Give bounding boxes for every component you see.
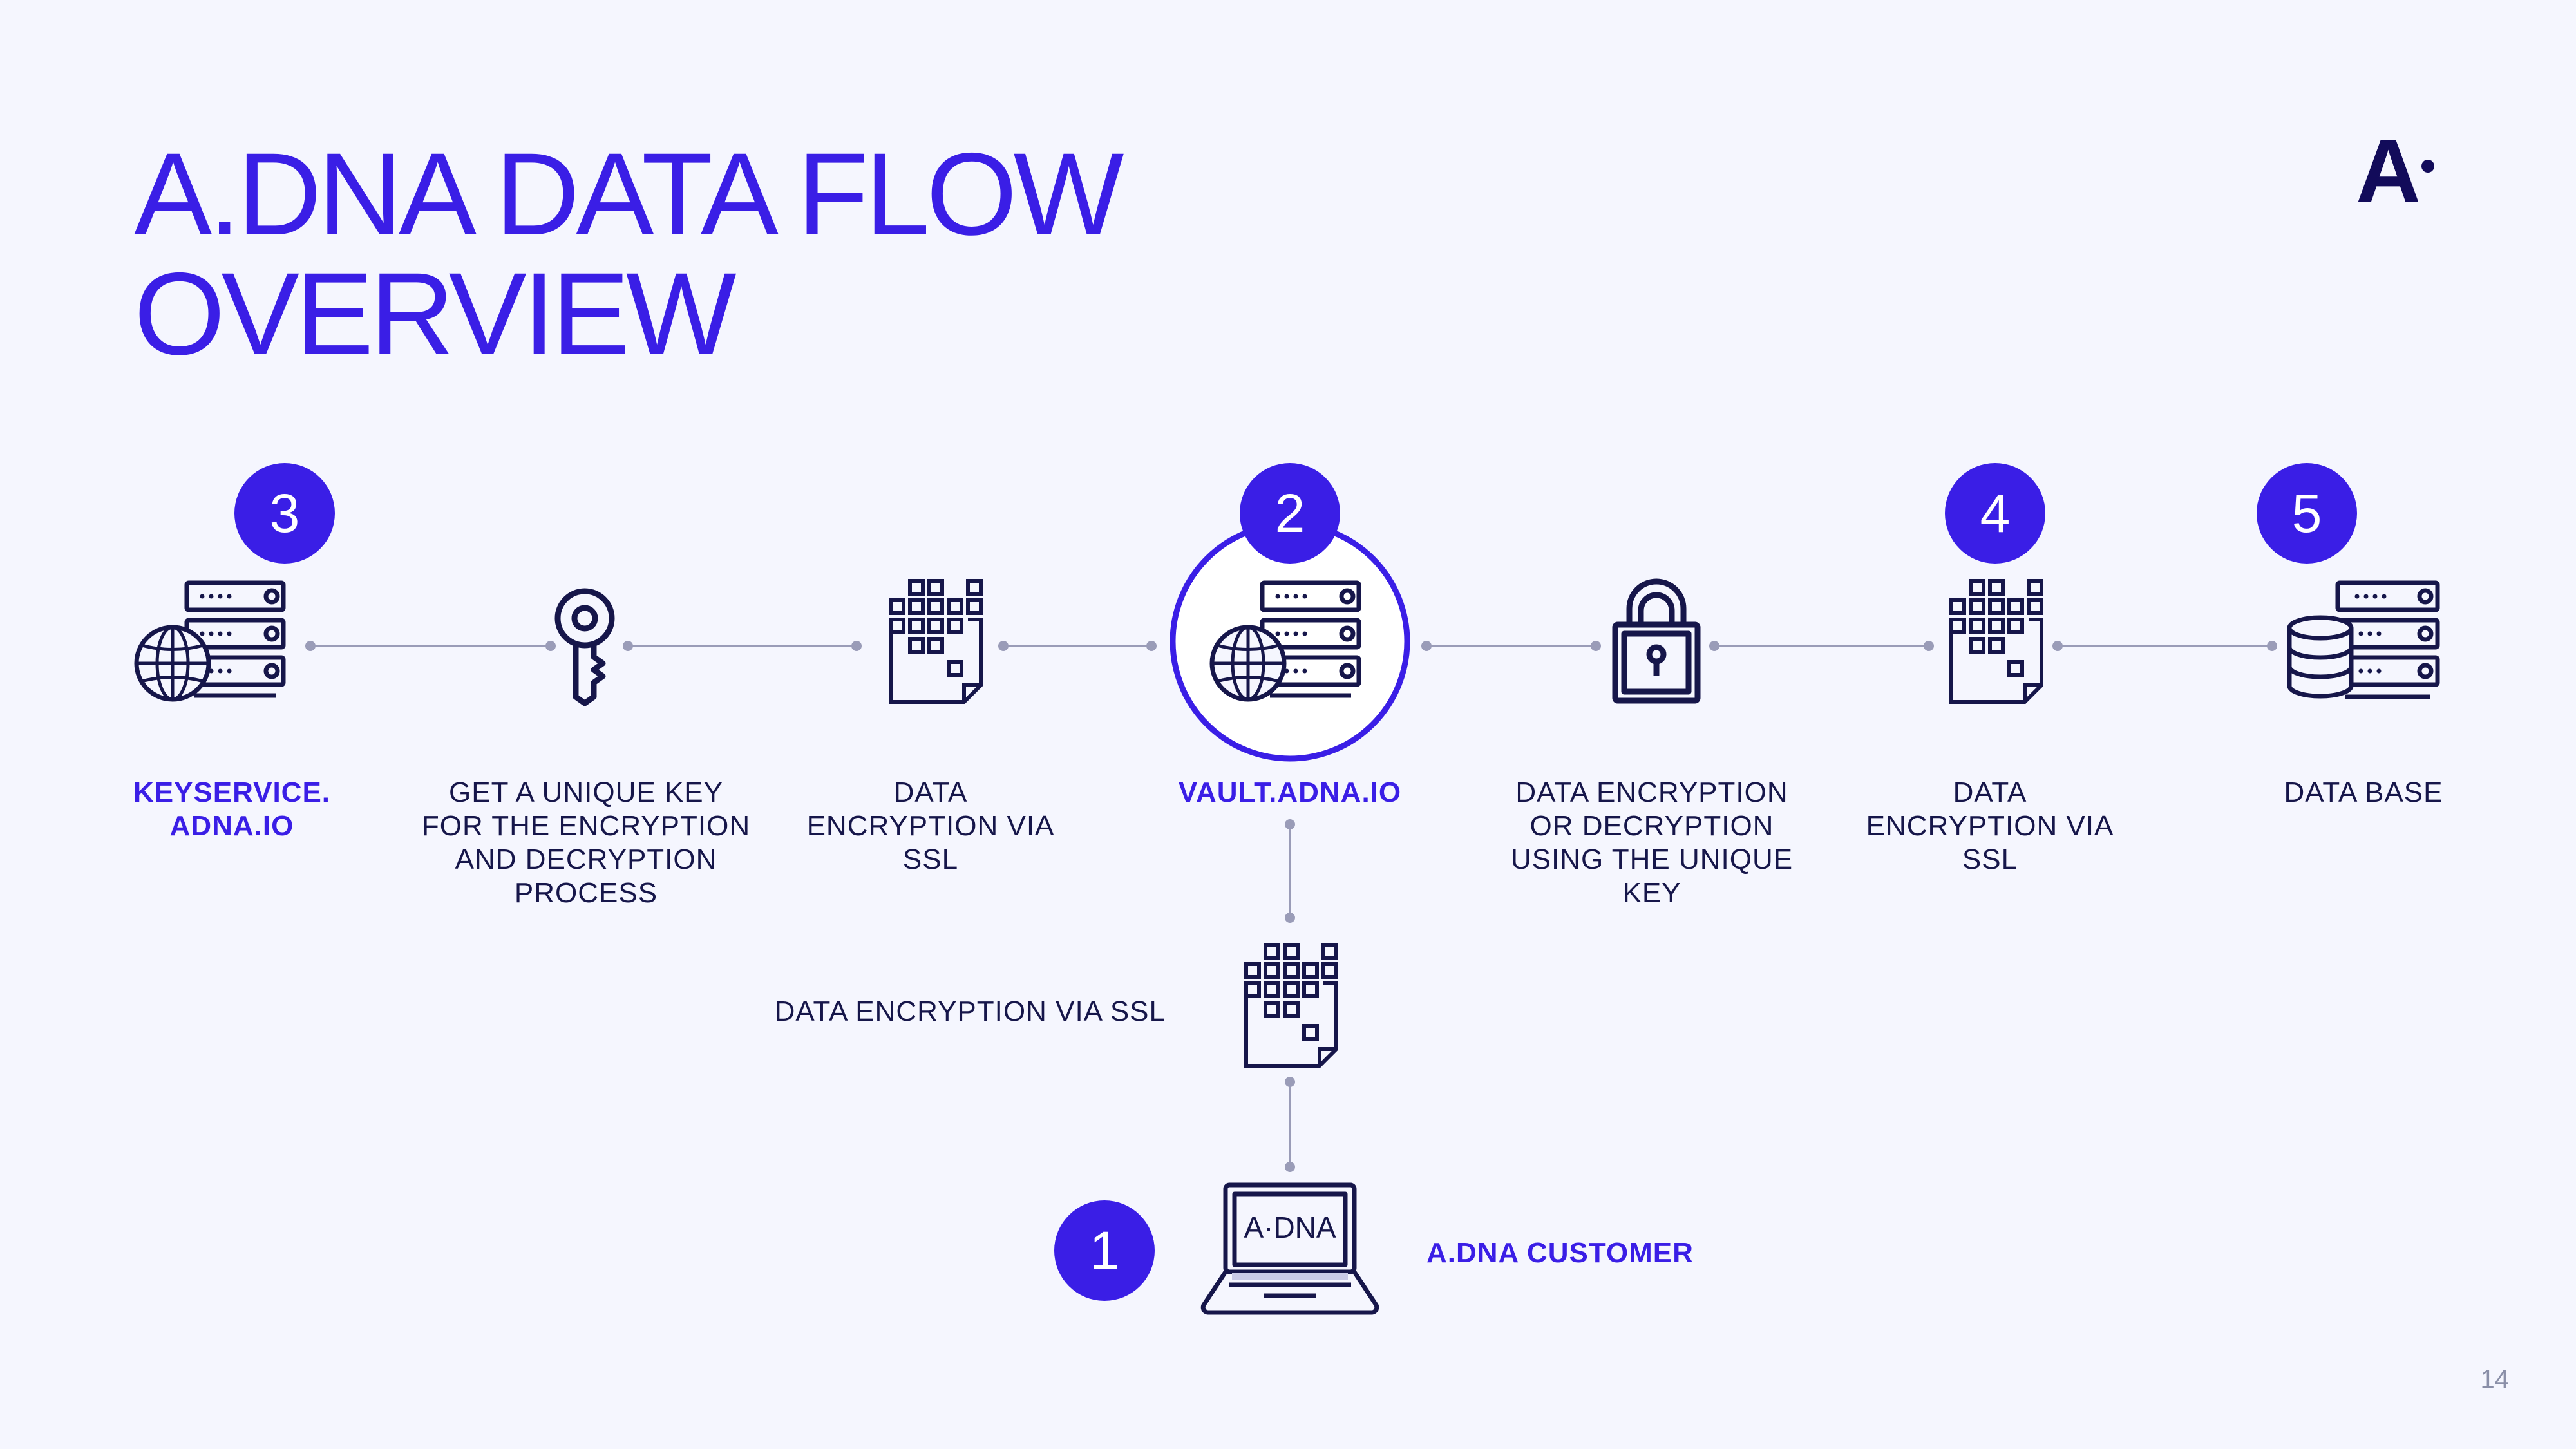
title-line-2: OVERVIEW	[134, 248, 737, 379]
unique-key-label: GET A UNIQUE KEY FOR THE ENCRYPTION AND …	[393, 776, 779, 910]
title-line-1: A.DNA DATA FLOW	[134, 128, 1124, 260]
ssl-left-label-text: DATA ENCRYPTION VIA SSL	[806, 777, 1055, 875]
page-number: 14	[2480, 1365, 2510, 1394]
brand-logo: A	[2356, 120, 2421, 222]
brand-logo-dot	[2421, 160, 2434, 173]
database-label-text: DATA BASE	[2284, 777, 2443, 808]
laptop-icon	[1200, 1182, 1379, 1315]
laptop-keyboard	[1232, 1273, 1348, 1280]
encrypt-unique-label-text: DATA ENCRYPTION OR DECRYPTION USING THE …	[1510, 777, 1794, 909]
ssl-down-label-text: DATA ENCRYPTION VIA SSL	[774, 996, 1166, 1027]
padlock-icon	[1612, 578, 1701, 704]
customer-label: A.DNA CUSTOMER	[1426, 1236, 1774, 1270]
page-title: A.DNA DATA FLOW OVERVIEW	[134, 134, 1124, 374]
unique-key-label-text: GET A UNIQUE KEY FOR THE ENCRYPTION AND …	[421, 777, 751, 909]
step-badge-1	[1054, 1200, 1155, 1301]
ssl-left-label: DATA ENCRYPTION VIA SSL	[779, 776, 1082, 876]
step-number-4: 4	[1980, 483, 2011, 544]
key-icon	[554, 588, 615, 706]
customer-label-text: A.DNA CUSTOMER	[1426, 1237, 1694, 1269]
ssl-down-label: DATA ENCRYPTION VIA SSL	[753, 995, 1166, 1028]
keyservice-label: KEYSERVICE. ADNA.IO	[103, 776, 361, 843]
step-badge-5	[2257, 463, 2357, 564]
step-badges	[234, 463, 2357, 1301]
step-number-1: 1	[1089, 1220, 1120, 1281]
step-badge-2	[1240, 463, 1340, 564]
ssl-right-label: DATA ENCRYPTION VIA SSL	[1839, 776, 2141, 876]
step-badge-4	[1945, 463, 2045, 564]
encrypted-file-icon	[891, 581, 981, 702]
keyservice-label-text: KEYSERVICE. ADNA.IO	[133, 777, 331, 842]
ssl-right-label-text: DATA ENCRYPTION VIA SSL	[1866, 777, 2114, 875]
server-globe-icon	[137, 583, 283, 699]
step-number-2: 2	[1274, 483, 1305, 544]
vault-label: VAULT.ADNA.IO	[1142, 776, 1438, 810]
database-label: DATA BASE	[2241, 776, 2486, 810]
encrypted-file-icon	[1951, 581, 2041, 702]
encrypt-unique-label: DATA ENCRYPTION OR DECRYPTION USING THE …	[1475, 776, 1829, 910]
laptop-screen-text: A·DNA	[1244, 1211, 1336, 1244]
step-badge-3	[234, 463, 335, 564]
database-server-icon	[2287, 580, 2440, 699]
vault-label-text: VAULT.ADNA.IO	[1178, 777, 1402, 808]
connectors	[305, 641, 2277, 1172]
step-number-5: 5	[2291, 483, 2322, 544]
step-number-3: 3	[269, 483, 300, 544]
encrypted-file-icon	[1246, 945, 1336, 1066]
